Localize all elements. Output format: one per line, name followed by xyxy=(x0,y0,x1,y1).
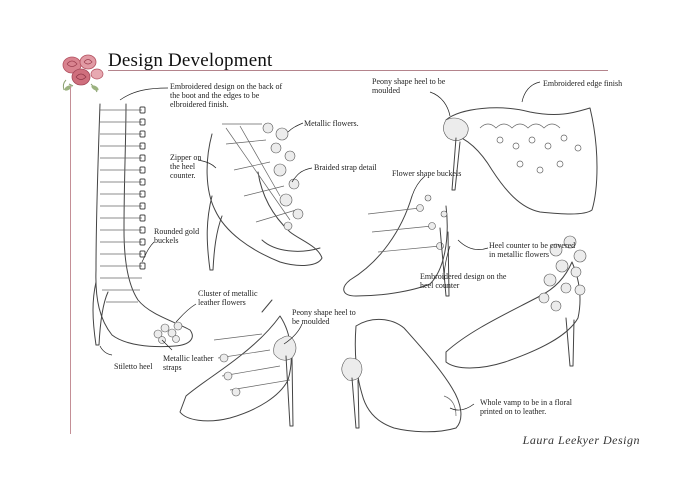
note-metallic-straps: Metallic leather straps xyxy=(163,354,214,372)
note-peony-mid: Peony shape heel to be moulded xyxy=(292,308,356,326)
flower-buckle-sandal-sketch xyxy=(343,194,450,297)
page-title: Design Development xyxy=(108,50,273,71)
note-peony-top: Peony shape heel to be moulded xyxy=(372,77,446,95)
rose-cluster-icon xyxy=(62,54,104,93)
flower-heel-pump-sketch xyxy=(445,235,587,369)
note-zipper: Zipper on the heel counter. xyxy=(170,153,202,180)
peony-heel-sandal-sketch xyxy=(443,107,598,215)
note-braided-strap: Braided strap detail xyxy=(314,163,377,172)
note-rounded-gold: Rounded gold buckels xyxy=(154,227,200,245)
note-flower-buckels: Flower shape buckels xyxy=(392,169,462,178)
designer-signature: Laura Leekyer Design xyxy=(522,433,640,447)
note-metallic-flowers: Metallic flowers. xyxy=(304,119,359,128)
note-heel-counter: Heel counter to be covered in metallic f… xyxy=(489,241,576,259)
peony-heel-strap-sandal-sketch xyxy=(179,299,297,427)
note-stiletto: Stiletto heel xyxy=(114,362,153,371)
note-embroidered-heel: Embroidered design on the heel counter xyxy=(420,272,507,290)
margin-rule xyxy=(70,86,71,434)
note-embroidered-edge: Embroidered edge finish xyxy=(543,79,623,88)
note-embroidered-back: Embroidered design on the back of the bo… xyxy=(170,82,283,109)
note-whole-vamp: Whole vamp to be in a floral printed on … xyxy=(480,398,572,416)
note-cluster-metallic: Cluster of metallic leather flowers xyxy=(198,289,258,307)
gladiator-boot-sketch xyxy=(92,103,193,348)
floral-vamp-sandal-sketch xyxy=(341,319,462,433)
title-underline xyxy=(108,70,608,71)
flower-strap-sandal-sketch xyxy=(206,122,323,271)
